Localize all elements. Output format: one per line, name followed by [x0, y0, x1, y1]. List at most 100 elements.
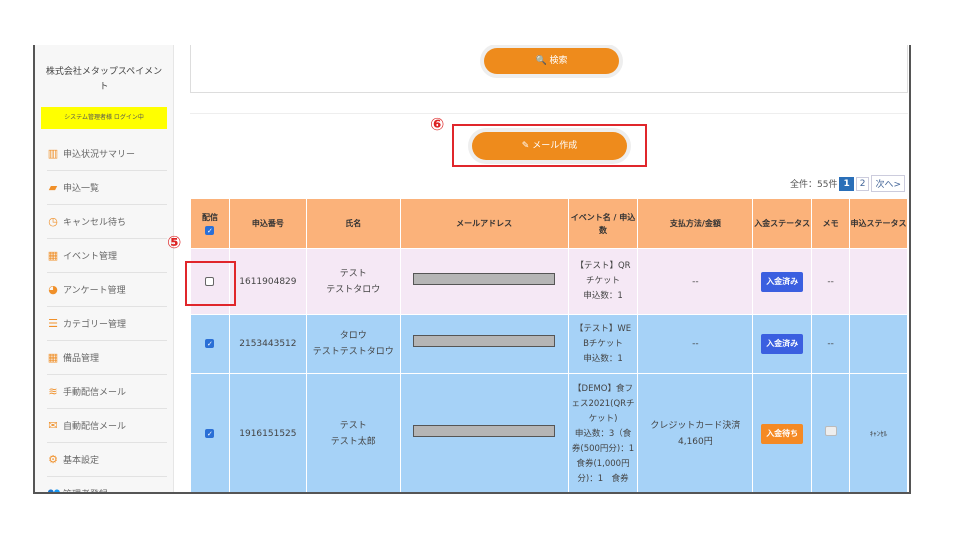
header-label: 氏名: [345, 219, 362, 228]
sidebar-item[interactable]: ≋ 手動配信メール: [47, 375, 167, 409]
column-header: 入金ステータス: [752, 198, 813, 249]
sidebar-item-label: 基本設定: [63, 456, 100, 466]
memo: --: [827, 339, 834, 349]
event-line: 分)：1 食券: [577, 473, 629, 484]
event-line: 申込数：3（食: [574, 428, 632, 439]
rss-icon: ≋: [48, 385, 58, 398]
applications-table: 配信✓申込番号氏名メールアドレスイベント名 / 申込数支払方法/金額入金ステータ…: [190, 198, 908, 492]
search-label: 検索: [549, 56, 568, 66]
application-id: 1916151525: [228, 373, 307, 492]
header-label: 申込ステータス: [850, 219, 907, 228]
sidebar-item-label: カテゴリー管理: [63, 320, 127, 330]
sidebar-item-label: 管理者登録: [63, 487, 108, 492]
column-header: 氏名: [305, 198, 401, 249]
next-page[interactable]: 次へ>: [871, 175, 905, 192]
event-line: 【DEMO】食フ: [573, 383, 633, 394]
application-status[interactable]: [849, 314, 908, 374]
sidebar-item[interactable]: ✉ 自動配信メール: [47, 409, 167, 443]
event-line: 券(500円分)：1: [571, 443, 635, 454]
sidebar-item-label: 申込一覧: [63, 184, 100, 194]
column-header: 支払方法/金額: [637, 198, 754, 249]
users-icon: 👥: [47, 487, 61, 494]
gears-icon: ⚙: [48, 453, 58, 466]
email-redacted: [413, 425, 556, 437]
highlight-box-checkbox: [185, 261, 236, 306]
delivery-checkbox[interactable]: [205, 276, 215, 286]
delivery-checkbox[interactable]: ✓: [205, 339, 215, 348]
payment-status-badge[interactable]: 入金待ち: [761, 424, 804, 444]
event-line: 申込数：1: [583, 353, 623, 364]
divider: [190, 113, 908, 114]
header-label: 支払方法/金額: [669, 219, 721, 228]
book-icon: ▰: [48, 181, 58, 194]
application-status[interactable]: ｷｬﾝｾﾙ: [849, 373, 908, 492]
page-2[interactable]: 2: [855, 176, 870, 191]
payment-status-badge[interactable]: 入金済み: [761, 271, 804, 292]
payment-line: --: [692, 276, 699, 287]
column-header: イベント名 / 申込数: [567, 198, 639, 249]
event-line: チケット: [586, 276, 621, 286]
create-mail-button[interactable]: ✎ メール作成: [472, 132, 627, 160]
company-name: 株式会社メタップスペイメント: [45, 67, 163, 92]
delivery-checkbox[interactable]: ✓: [205, 429, 215, 438]
name-kana: タロウ: [339, 331, 367, 341]
event-line: 【テスト】QR: [575, 261, 631, 271]
table-row: ✓ 2153443512 タロウテストテストタロウ 【テスト】WE Bチケット申込…: [190, 314, 908, 374]
sidebar-item[interactable]: ▰ 申込一覧: [47, 171, 167, 205]
sidebar-item[interactable]: ◕アンケート管理: [47, 273, 167, 307]
sidebar-item[interactable]: ◷ キャンセル待ち: [47, 205, 167, 239]
sidebar-item-label: 自動配信メール: [63, 422, 127, 432]
payment-line: クレジットカード決済: [650, 421, 741, 431]
payment-line: --: [692, 339, 699, 349]
annotation-6: ⑥: [430, 115, 445, 135]
sidebar-item-label: 備品管理: [63, 354, 100, 364]
clock-icon: ◷: [48, 215, 58, 228]
total-count: 全件：55件: [790, 180, 838, 190]
envelope-icon: ✉: [48, 419, 58, 432]
column-header: 申込ステータス: [849, 198, 908, 249]
login-status: システム管理者様 ログイン中: [41, 107, 167, 129]
sidebar-item-label: キャンセル待ち: [63, 218, 127, 228]
application-status[interactable]: [849, 248, 908, 315]
sidebar-item[interactable]: 👥管理者登録: [47, 477, 167, 494]
sidebar-item[interactable]: ▦ 備品管理: [47, 341, 167, 375]
sidebar-item[interactable]: ▦イベント管理: [47, 239, 167, 273]
event-line: Bチケット: [583, 338, 623, 349]
name: テストテストタロウ: [312, 347, 394, 357]
application-id: 2153443512: [228, 314, 307, 374]
grid-icon: ▦: [47, 249, 59, 262]
sidebar-item[interactable]: ☰ カテゴリー管理: [47, 307, 167, 341]
column-header: 申込番号: [228, 198, 307, 249]
sidebar-item[interactable]: ⚙ 基本設定: [47, 443, 167, 477]
page-1[interactable]: 1: [839, 176, 854, 191]
header-label: 配信: [201, 212, 218, 222]
grid-icon: ▦: [47, 351, 59, 364]
column-header: メモ: [811, 198, 851, 249]
memo: --: [827, 276, 834, 287]
event-line: ェス2021(QRチ: [571, 398, 635, 409]
header-label: イベント名 / 申込数: [570, 212, 636, 235]
sidebar-item-label: 申込状況サマリー: [63, 150, 136, 160]
highlight-box-mail: [452, 124, 647, 167]
header-label: 申込番号: [251, 219, 284, 228]
sidebar-item[interactable]: ▥ 申込状況サマリー: [47, 137, 167, 171]
event-line: 申込数：1: [583, 291, 623, 301]
name-kana: テスト: [339, 421, 367, 431]
bar-chart-icon: ▥: [47, 147, 59, 160]
payment-status-badge[interactable]: 入金済み: [761, 334, 804, 354]
event-line: 【テスト】WE: [574, 323, 632, 334]
sidebar-item-label: 手動配信メール: [63, 388, 127, 398]
application-id: 1611904829: [228, 248, 307, 315]
event-line: ケット): [588, 413, 618, 424]
search-panel: 🔍 検索: [190, 45, 908, 93]
event-line: 食券(1,000円: [576, 458, 630, 469]
search-button[interactable]: 🔍 検索: [484, 48, 619, 74]
column-header: 配信 ✓: [190, 198, 230, 249]
header-label: メモ: [822, 219, 839, 228]
name: テストタロウ: [326, 284, 381, 295]
email-redacted: [413, 335, 556, 347]
list-icon: ☰: [48, 317, 58, 330]
memo-icon[interactable]: [824, 426, 837, 436]
select-all-checkbox[interactable]: ✓: [205, 225, 215, 235]
